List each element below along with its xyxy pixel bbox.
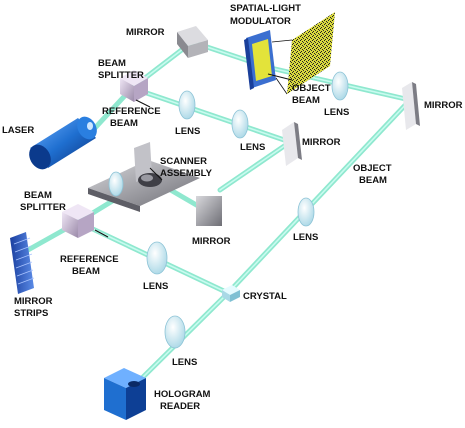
spatial-light-modulator-icon — [244, 30, 276, 90]
label-scanner-line2: ASSEMBLY — [160, 168, 213, 179]
beam-splitter-low-icon — [62, 204, 94, 238]
label-beam-splitter-low-line2: SPLITTER — [20, 202, 66, 213]
scanner-assembly-icon — [88, 142, 200, 212]
label-mirror-mid: MIRROR — [302, 137, 341, 148]
label-mirror-strips-line2: STRIPS — [14, 308, 48, 319]
label-beam-splitter-low-line1: BEAM — [24, 190, 52, 201]
lens-slm-icon — [331, 71, 349, 101]
label-reference-beam-low-line2: BEAM — [72, 266, 100, 277]
label-slm-line1: SPATIAL-LIGHT — [230, 3, 301, 14]
laser-icon — [29, 116, 97, 170]
label-scanner-line1: SCANNER — [160, 156, 207, 167]
label-reference-beam-top-line1: REFERENCE — [102, 106, 161, 117]
label-object-beam-top-line1: OBJECT — [292, 83, 331, 94]
label-hologram-reader-line1: HOLOGRAM — [154, 389, 211, 400]
label-mirror-strips-line1: MIRROR — [14, 296, 53, 307]
label-lens-ref-2: LENS — [240, 142, 265, 153]
lens-ref-1-icon — [178, 90, 196, 120]
label-mirror-top: MIRROR — [126, 27, 165, 38]
label-mirror-lower: MIRROR — [192, 236, 231, 247]
leader-lines — [94, 73, 293, 238]
label-reference-beam-low-line1: REFERENCE — [60, 254, 119, 265]
label-slm-line2: MODULATOR — [230, 16, 291, 27]
label-lens-low: LENS — [143, 281, 168, 292]
label-lens-bottom: LENS — [172, 357, 197, 368]
hologram-reader-icon — [104, 368, 146, 420]
label-object-beam-right-line2: BEAM — [359, 175, 387, 186]
label-reference-beam-top-line2: BEAM — [110, 118, 138, 129]
label-mirror-right: MIRROR — [424, 100, 463, 111]
mirror-right-icon — [402, 82, 420, 130]
lens-object-icon — [297, 197, 315, 227]
mirror-top-icon — [177, 26, 208, 58]
label-beam-splitter-top-line1: BEAM — [98, 58, 126, 69]
slm-pattern-icon — [271, 12, 335, 95]
lens-ref-2-icon — [231, 109, 249, 139]
label-lens-slm: LENS — [324, 107, 349, 118]
label-lens-ref-1: LENS — [175, 126, 200, 137]
mirror-lower-icon — [196, 196, 222, 226]
label-laser: LASER — [2, 125, 34, 136]
label-object-beam-top-line2: BEAM — [292, 95, 320, 106]
lens-low-icon — [146, 241, 168, 275]
mirror-mid-icon — [282, 122, 302, 166]
label-crystal: CRYSTAL — [243, 291, 287, 302]
label-object-beam-right-line1: OBJECT — [353, 163, 392, 174]
beam-splitter-top-icon — [120, 70, 148, 102]
crystal-icon — [222, 285, 240, 302]
label-hologram-reader-line2: READER — [160, 401, 200, 412]
lens-bottom-icon — [164, 315, 186, 349]
label-lens-object: LENS — [293, 232, 318, 243]
labels: SPATIAL-LIGHT MODULATOR MIRROR BEAM SPLI… — [2, 3, 463, 412]
mirror-strips-icon — [10, 232, 35, 294]
label-beam-splitter-top-line2: SPLITTER — [98, 70, 144, 81]
